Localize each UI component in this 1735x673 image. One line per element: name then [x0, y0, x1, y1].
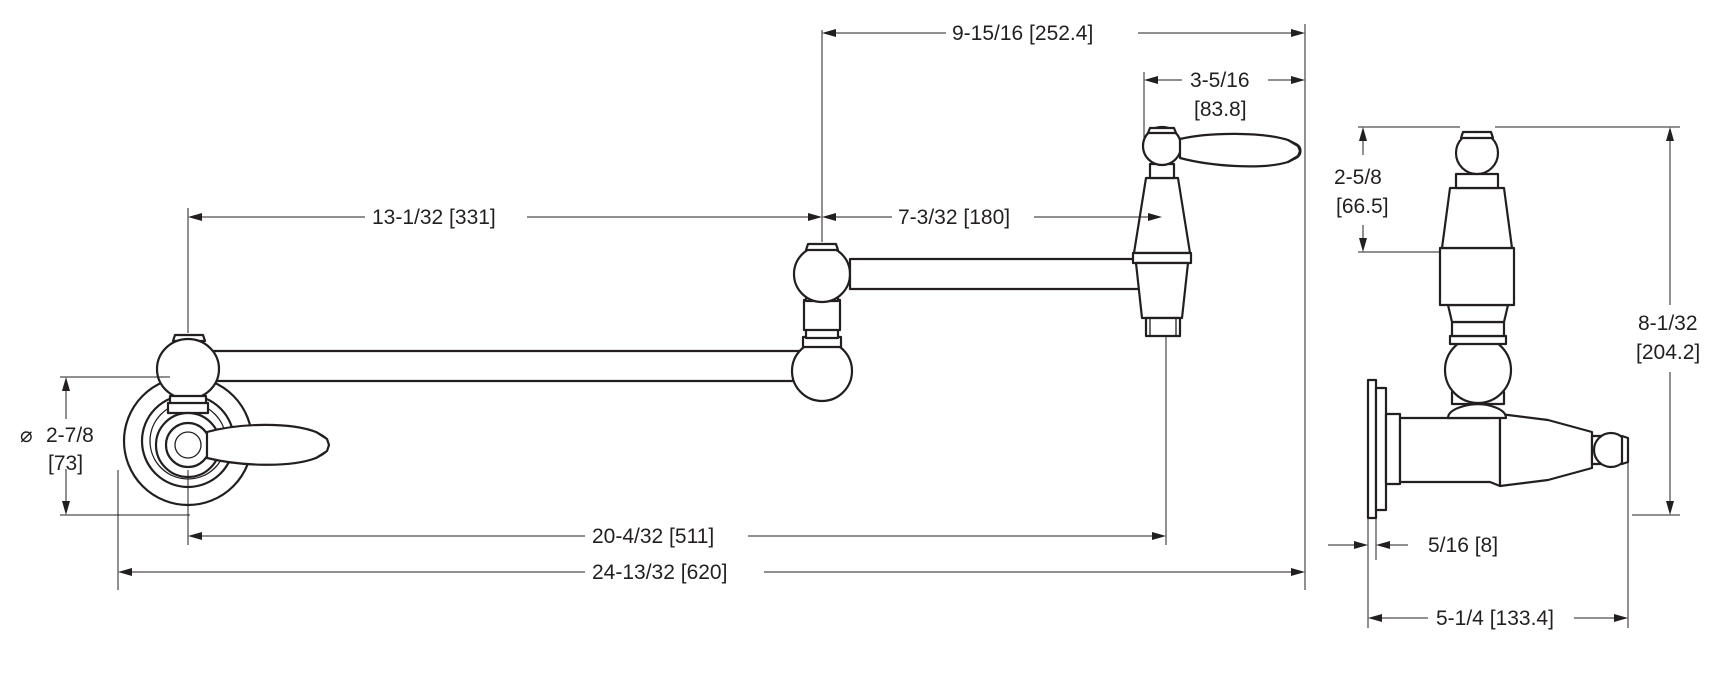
plate-diameter-metric: [73]	[48, 452, 83, 475]
front-view: ⌀ 2-7/8 [73] 13-1/32 [331] 7-3/32 [180]	[20, 22, 1306, 590]
valve-height-metric: [66.5]	[1336, 195, 1389, 218]
dim-plate-thickness: 5/16 [8]	[1328, 510, 1498, 628]
rear-arm-pipe	[848, 257, 1142, 291]
wall-valve-handle	[154, 411, 331, 479]
front-arm-length-label: 13-1/32 [331]	[372, 206, 496, 229]
dim-reach-to-outlet: 20-4/32 [511]	[187, 336, 1167, 548]
side-depth-label: 5-1/4 [133.4]	[1436, 607, 1554, 630]
middle-swivel-joint	[790, 242, 854, 403]
dim-handle-span: 3-5/16 [83.8]	[1143, 69, 1305, 142]
dim-valve-height: 2-5/8 [66.5]	[1334, 126, 1460, 253]
offset-to-outlet-label: 9-15/16 [252.4]	[952, 22, 1093, 45]
side-wall-flange	[1366, 378, 1402, 520]
dim-overall-height: 8-1/32 [204.2]	[1495, 126, 1700, 516]
left-swivel-joint	[155, 333, 221, 415]
diameter-symbol: ⌀	[20, 424, 33, 447]
overall-length-label: 24-13/32 [620]	[592, 561, 727, 584]
handle-span-metric: [83.8]	[1194, 98, 1247, 121]
dim-front-arm-length: 13-1/32 [331]	[187, 206, 822, 333]
side-valve-body	[1398, 412, 1630, 488]
side-view: 2-5/8 [66.5] 8-1/32 [204.2] 5/16 [8]	[1328, 126, 1700, 630]
dim-side-depth: 5-1/4 [133.4]	[1368, 460, 1629, 630]
handle-span-imperial: 3-5/16	[1190, 69, 1250, 92]
overall-height-imperial: 8-1/32	[1638, 312, 1698, 335]
dim-plate-diameter: ⌀ 2-7/8 [73]	[20, 376, 190, 516]
plate-diameter-imperial: 2-7/8	[46, 424, 94, 447]
rear-arm-length-label: 7-3/32 [180]	[898, 206, 1010, 229]
side-riser	[1438, 130, 1516, 420]
dim-rear-arm-length: 7-3/32 [180]	[821, 30, 1162, 242]
spout-valve-body	[1131, 125, 1193, 338]
dim-offset-to-outlet: 9-15/16 [252.4]	[822, 22, 1306, 590]
reach-to-outlet-label: 20-4/32 [511]	[592, 525, 714, 548]
front-arm-pipe	[212, 349, 808, 383]
dim-overall-length: 24-13/32 [620]	[117, 470, 1305, 590]
plate-thickness-label: 5/16 [8]	[1428, 534, 1498, 557]
valve-height-imperial: 2-5/8	[1334, 166, 1382, 189]
spout-lever-handle	[1178, 132, 1302, 168]
overall-height-metric: [204.2]	[1636, 341, 1700, 364]
